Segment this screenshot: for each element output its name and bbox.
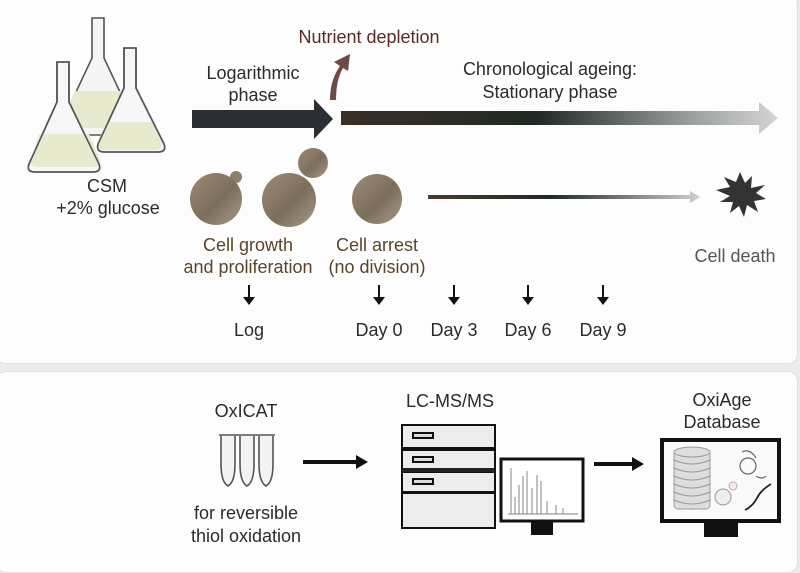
yeast-icon xyxy=(714,481,738,506)
ageing-arrow xyxy=(428,191,700,203)
cell-death-icon xyxy=(716,172,766,217)
timepoint-day-9: Day 9 xyxy=(579,320,627,340)
stationary-label-1: Chronological ageing: xyxy=(462,59,638,79)
worm-icon xyxy=(744,483,772,511)
timepoint-day-6: Day 6 xyxy=(504,320,552,340)
flask-label-2: +2% glucose xyxy=(56,198,160,218)
arrested-cell-icon xyxy=(352,174,402,224)
arrow-to-lcms xyxy=(303,455,368,469)
mouse-icon xyxy=(739,450,767,479)
arrest-label-1: Cell arrest xyxy=(335,235,419,255)
flask-icon xyxy=(27,17,166,173)
stationary-label-2: Stationary phase xyxy=(482,82,618,102)
database-monitor-icon xyxy=(660,438,781,537)
timepoint-log: Log xyxy=(233,320,265,340)
arrow-to-database xyxy=(594,457,644,471)
timepoint-day-0: Day 0 xyxy=(355,320,403,340)
tubes-icon xyxy=(219,434,275,487)
oxicat-caption-1: for reversible xyxy=(193,503,299,523)
log-phase-label-2: phase xyxy=(228,85,278,105)
budding-cell-icon xyxy=(190,171,242,225)
lcms-instrument-icon xyxy=(401,424,496,529)
log-phase-label-1: Logarithmic xyxy=(206,63,300,83)
stationary-phase-arrow xyxy=(341,102,778,134)
timepoint-day-3: Day 3 xyxy=(430,320,478,340)
arrest-label-2: (no division) xyxy=(328,257,426,277)
flask-label-1: CSM xyxy=(87,176,127,196)
spectrum-monitor-icon xyxy=(499,457,585,535)
db-title-1: OxiAge xyxy=(692,390,752,410)
database-icon xyxy=(673,446,711,510)
db-title-2: Database xyxy=(683,412,761,432)
nutrient-depletion-arrow xyxy=(330,54,350,100)
dividing-cell-icon xyxy=(262,148,328,227)
oxicat-caption-2: thiol oxidation xyxy=(190,526,302,546)
cell-death-label: Cell death xyxy=(694,246,776,266)
log-phase-arrow xyxy=(192,99,333,139)
timepoint-arrows xyxy=(243,285,609,305)
growth-label-1: Cell growth xyxy=(202,235,294,255)
oxicat-title: OxICAT xyxy=(214,401,278,421)
lcms-title: LC-MS/MS xyxy=(405,391,494,411)
growth-label-2: and proliferation xyxy=(183,257,313,277)
nutrient-depletion-label: Nutrient depletion xyxy=(298,27,440,47)
